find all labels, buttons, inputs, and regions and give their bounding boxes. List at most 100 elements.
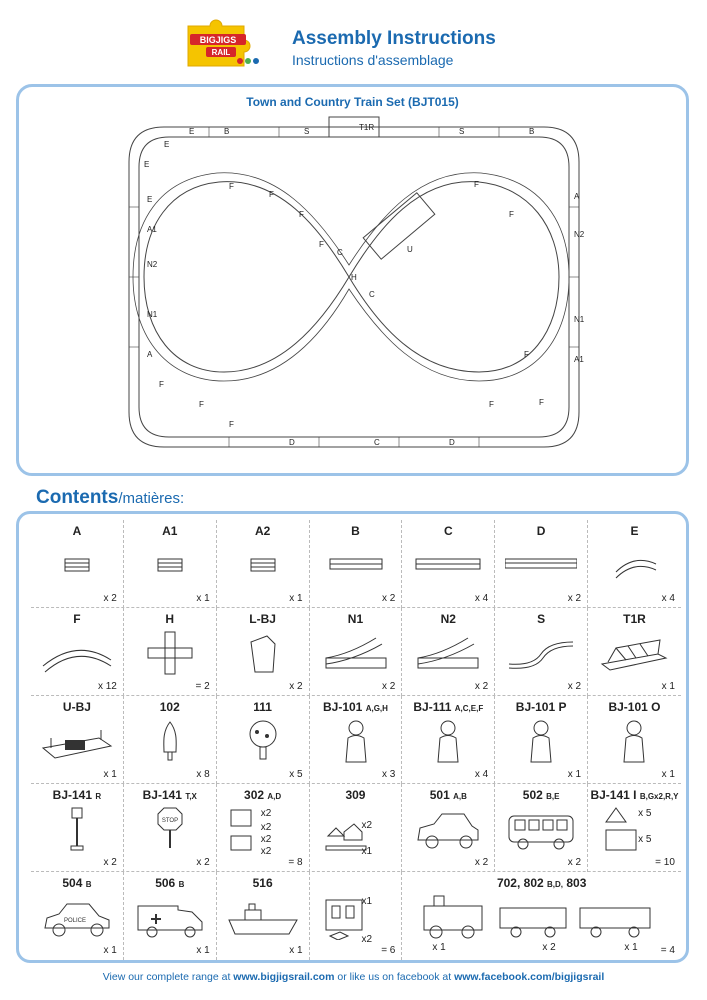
track-piece-label: A <box>147 350 153 359</box>
stop-sign-icon: STOP <box>134 806 206 852</box>
part-quantity: x 2 <box>567 857 582 868</box>
footer-link-facebook[interactable]: www.facebook.com/bigjigsrail <box>454 971 605 983</box>
track-short-icon <box>134 542 206 588</box>
track-piece-label: F <box>509 210 514 219</box>
part-variant: B <box>85 880 92 889</box>
part-sub-quantity: x 1 <box>432 942 446 953</box>
track-piece-label: F <box>524 350 529 359</box>
part-code: T1R <box>588 612 681 626</box>
track-medium-icon <box>320 542 392 588</box>
bridge-icon <box>598 630 670 676</box>
part-code-main: BJ-141 <box>52 788 93 802</box>
part-code: U-BJ <box>31 700 123 714</box>
track-piece-label: U <box>407 245 413 254</box>
part-variant: B,Gx2,R,Y <box>639 792 679 801</box>
part-sub-quantity: x 2 <box>542 942 556 953</box>
bigjigs-rail-logo: BIGJIGS RAIL <box>187 19 259 67</box>
station-parts-icon <box>320 806 392 852</box>
track-piece-label: F <box>199 400 204 409</box>
track-piece-label: T1R <box>359 123 374 132</box>
part-code: 504 B <box>31 876 123 890</box>
track-piece-label: D <box>289 438 295 447</box>
track-piece-label: F <box>319 240 324 249</box>
part-sub-quantity: x1 <box>361 846 373 857</box>
part-quantity: x 1 <box>196 593 210 604</box>
part-quantity: x 2 <box>474 681 489 692</box>
part-code: 516 <box>217 876 309 890</box>
part-code: C <box>402 524 494 538</box>
part-code-main: A <box>72 524 82 538</box>
part-code: N1 <box>310 612 402 626</box>
part-code-main: BJ-101 O <box>608 700 661 714</box>
track-piece-label: E <box>164 140 169 149</box>
footer-text-a: View our complete range at <box>102 971 234 983</box>
track-cross-icon <box>134 630 206 676</box>
part-code: 506 B <box>124 876 216 890</box>
part-sub-quantity: x 5 <box>638 834 652 845</box>
car-icon <box>412 806 484 852</box>
part-code-main: T1R <box>623 612 646 626</box>
signs-icon <box>598 806 670 852</box>
part-quantity: x 2 <box>474 857 489 868</box>
figure-icon <box>598 718 670 764</box>
track-short-icon <box>41 542 113 588</box>
part-code: 702, 802 B,D, 803 <box>402 876 681 890</box>
police-car-icon: POLICE <box>41 894 113 940</box>
track-piece-label: C <box>337 248 343 257</box>
part-quantity: = 2 <box>195 681 210 692</box>
part-code: BJ-101 A,G,H <box>310 700 402 714</box>
figure-icon <box>320 718 392 764</box>
part-variant: B,D, <box>547 880 564 889</box>
lamp-icon <box>41 806 113 852</box>
part-code-main: D <box>536 524 546 538</box>
track-piece-label: B <box>529 127 534 136</box>
part-code: N2 <box>402 612 494 626</box>
part-quantity: = 4 <box>660 945 675 956</box>
track-piece-label: F <box>159 380 164 389</box>
part-code-main: 309 <box>345 788 366 802</box>
part-quantity: x 2 <box>567 681 582 692</box>
footer-link-website[interactable]: www.bigjigsrail.com <box>233 971 335 983</box>
svg-text:STOP: STOP <box>162 818 178 824</box>
buffer-icon <box>227 630 299 676</box>
part-code-main: 502 <box>522 788 543 802</box>
part-quantity: x 1 <box>661 681 675 692</box>
part-code: A2 <box>217 524 309 538</box>
part-code: BJ-101 O <box>588 700 681 714</box>
part-code-main: A1 <box>162 524 178 538</box>
part-code: BJ-141 I B,Gx2,R,Y <box>588 788 681 802</box>
track-piece-label: N2 <box>574 230 585 239</box>
part-code: BJ-141 T,X <box>124 788 216 802</box>
building-icon <box>227 806 299 852</box>
part-quantity: x 4 <box>474 593 489 604</box>
track-piece-label: F <box>229 420 234 429</box>
part-cell: N2 x 2 <box>402 608 496 696</box>
svg-text:BIGJIGS: BIGJIGS <box>200 35 237 45</box>
track-short-icon <box>227 542 299 588</box>
part-quantity: x 1 <box>103 769 117 780</box>
footer: View our complete range at www.bigjigsra… <box>0 971 707 983</box>
part-code-main: E <box>630 524 639 538</box>
track-piece-label: N1 <box>574 315 585 324</box>
part-code-main: BJ-101 <box>322 700 363 714</box>
part-variant: A,B <box>453 792 467 801</box>
figure-icon <box>505 718 577 764</box>
